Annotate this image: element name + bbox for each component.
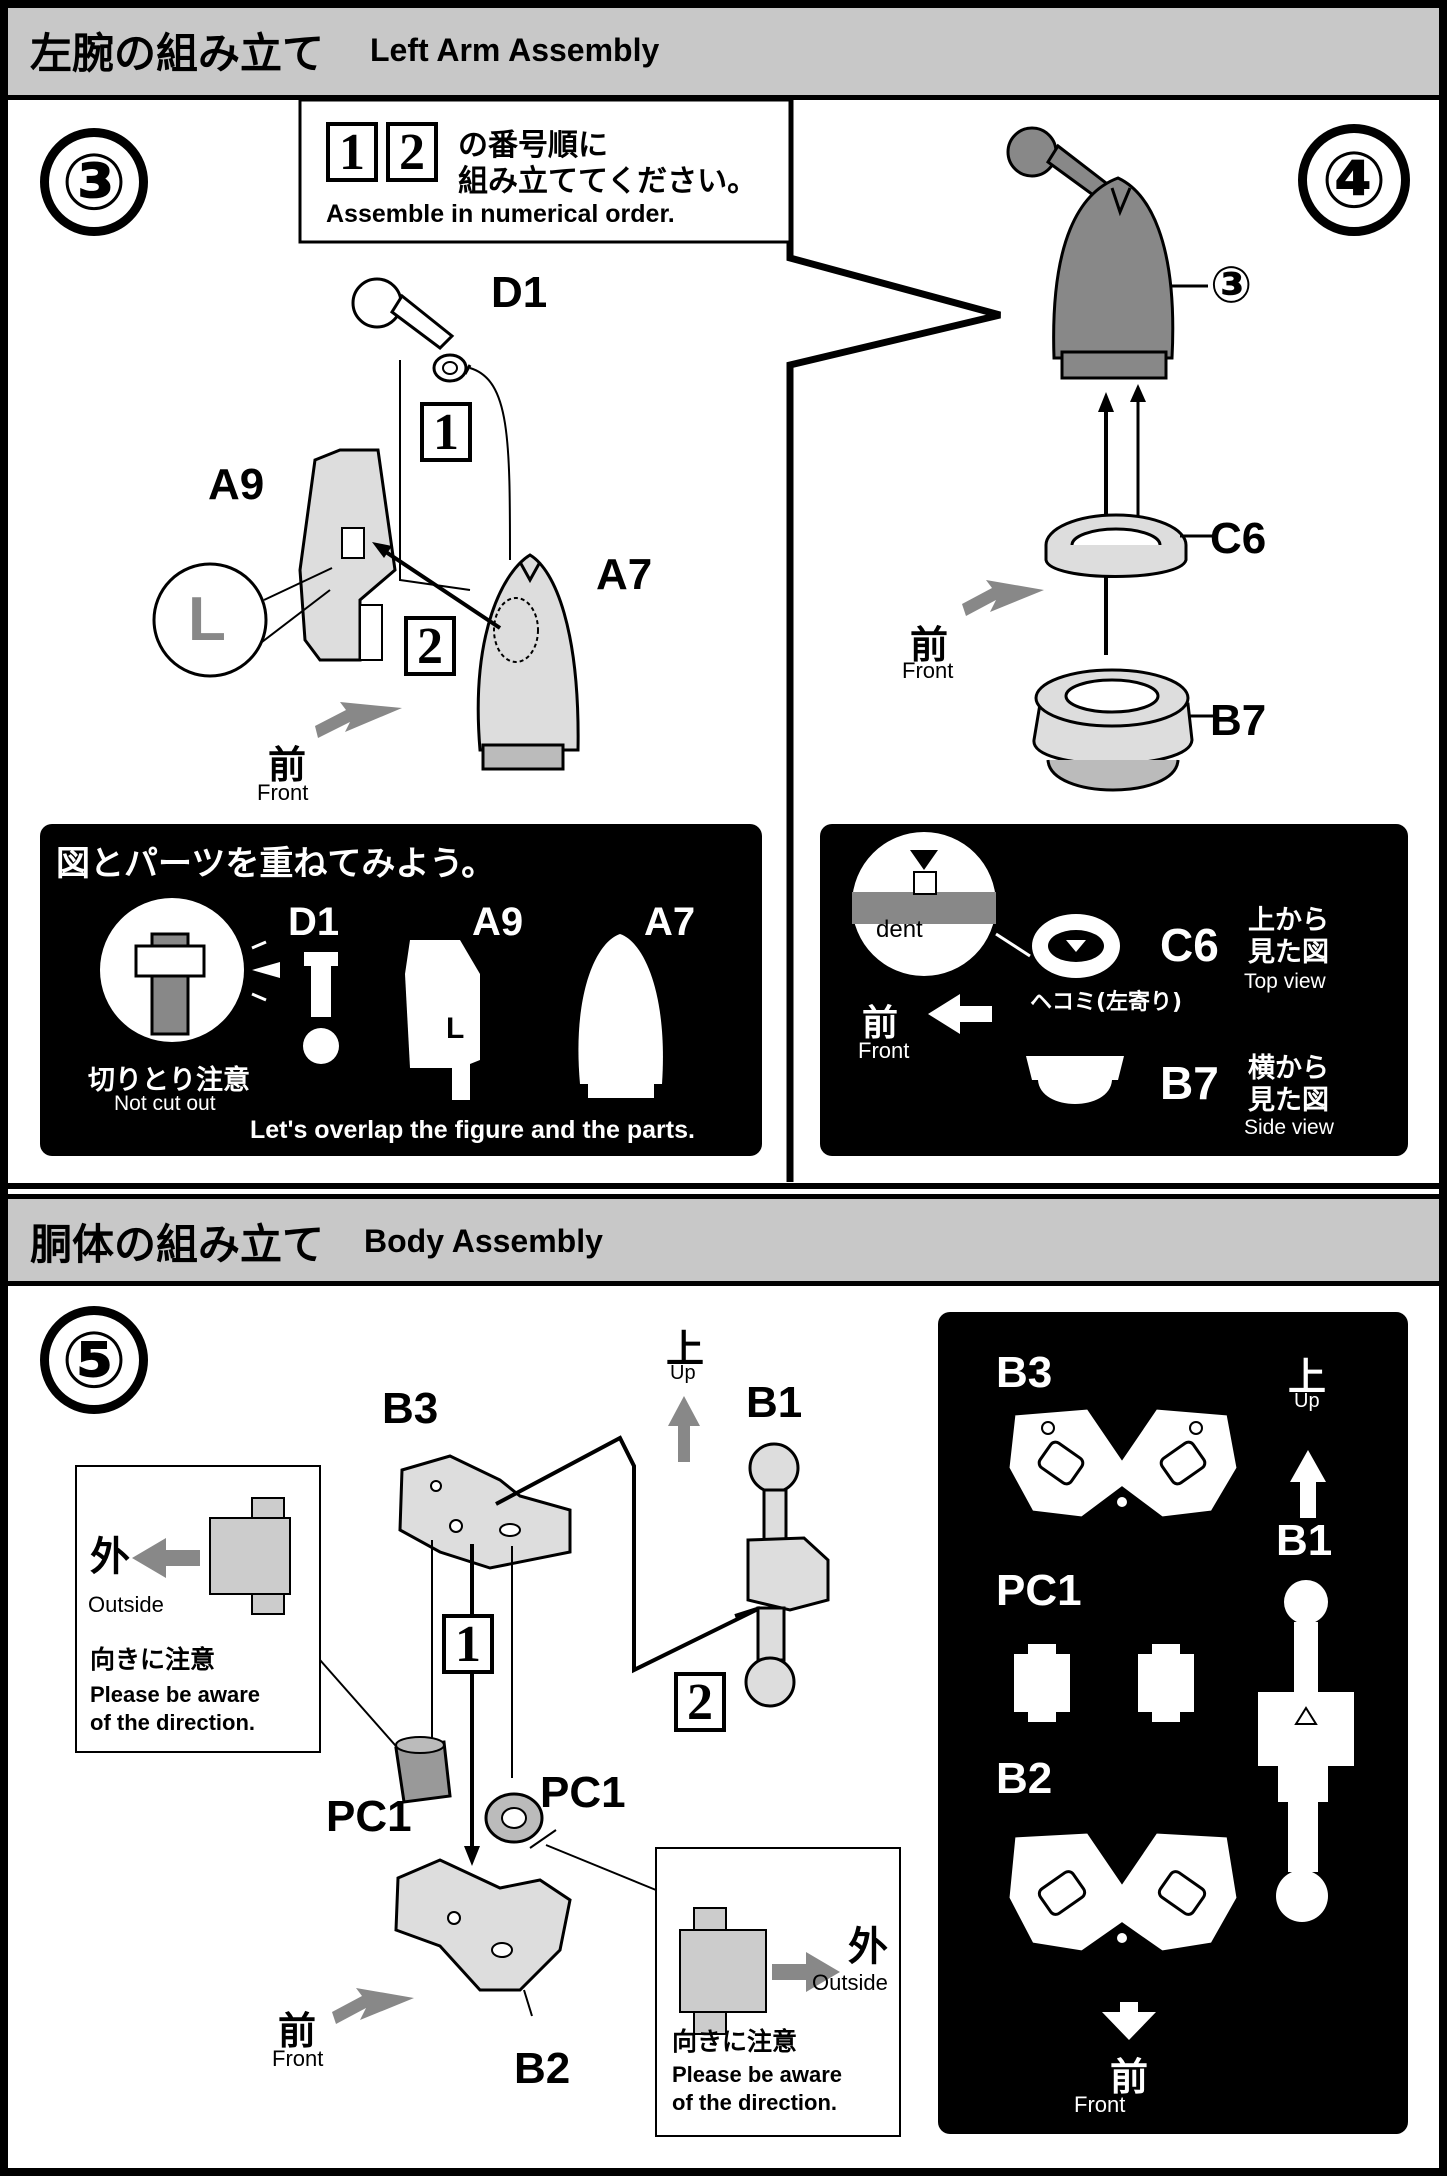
label-b3: B3 [382, 1384, 439, 1433]
section-title-en-body: Body Assembly [364, 1223, 603, 1259]
section-header-left-arm: 左腕の組み立て Left Arm Assembly [8, 8, 1439, 100]
front-label-jp-4: 前 [910, 623, 949, 667]
label-a7: A7 [596, 550, 653, 599]
overlap-caption: Let's overlap the figure and the parts. [250, 1116, 695, 1144]
callout-left-outside-en: Outside [88, 1592, 164, 1617]
panel-front-jp: 前 [862, 1003, 899, 1044]
ref-up-jp: 上 [1288, 1355, 1327, 1399]
dent-label-en: dent [876, 916, 923, 943]
label-l-mark: L [188, 585, 226, 654]
ref-up-en: Up [1294, 1390, 1320, 1412]
step4-illustration [962, 126, 1214, 792]
overlap-label-a7: A7 [644, 900, 696, 944]
label-ref-3: ③ [1210, 257, 1253, 313]
parts-reference-panel: B3 PC1 B2 B1 上 Up 前 Front [938, 1312, 1408, 2134]
overlap-label-a9: A9 [472, 900, 524, 944]
parts-reference-figures [1006, 1406, 1354, 2040]
step-number-3: ③ [40, 128, 148, 236]
label-a9: A9 [208, 460, 265, 509]
label-b1: B1 [746, 1378, 803, 1427]
ref-label-b2: B2 [996, 1754, 1053, 1803]
section-title-en: Left Arm Assembly [370, 32, 660, 68]
step-marker-1: 1 [420, 402, 472, 462]
side-view-jp-2: 見た図 [1248, 1085, 1329, 1116]
dent-label-jp: ヘコミ(左寄り) [1030, 990, 1183, 1015]
callout-right-note-en-1: Please be aware [672, 2062, 843, 2087]
overlap-label-d1: D1 [288, 900, 340, 944]
front-label-jp-5: 前 [278, 2009, 317, 2053]
label-pc1-left: PC1 [326, 1792, 412, 1841]
order-number-1: 1 [326, 122, 378, 182]
callout-right-note-jp: 向きに注意 [672, 2027, 798, 2056]
front-label-en: Front [257, 780, 309, 805]
order-text-jp-2: 組み立ててください。 [458, 164, 758, 199]
front-label-en-4: Front [902, 658, 954, 683]
order-number-2: 2 [386, 122, 438, 182]
up-label-jp: 上 [666, 1327, 705, 1371]
step-number-5: ⑤ [40, 1306, 148, 1414]
label-pc1-right: PC1 [540, 1768, 626, 1817]
label-c6: C6 [1210, 514, 1267, 563]
cut-note-jp: 切りとり注意 [88, 1065, 250, 1096]
order-text-jp-1: の番号順に [458, 128, 608, 163]
overlap-panel-figures [100, 898, 663, 1100]
up-label-en: Up [670, 1362, 696, 1384]
overlap-panel: 図とパーツを重ねてみよう。 D1 A9 A7 L 切りとり注意 Not cut … [40, 824, 762, 1156]
front-label-jp: 前 [268, 743, 307, 787]
orientation-panel: dent ヘコミ(左寄り) C6 B7 上から 見た図 Top view 横から… [820, 824, 1408, 1156]
side-view-jp-1: 横から [1248, 1053, 1329, 1084]
ref-label-b3: B3 [996, 1348, 1053, 1397]
ref-label-b1: B1 [1276, 1516, 1333, 1565]
label-d1: D1 [491, 268, 548, 317]
callout-right-outside-en: Outside [812, 1970, 888, 1995]
top-view-en: Top view [1244, 970, 1326, 993]
panel-label-c6: C6 [1160, 919, 1219, 971]
panel-label-b7: B7 [1160, 1057, 1219, 1109]
step-marker-2: 2 [404, 616, 456, 676]
callout-right-outside-jp: 外 [848, 1924, 888, 1970]
side-view-en: Side view [1244, 1116, 1334, 1139]
step3-illustration [152, 277, 580, 771]
step-number-4: ④ [1298, 124, 1410, 236]
step5-marker-1: 1 [442, 1614, 494, 1674]
ref-front-jp: 前 [1110, 2055, 1149, 2099]
callout-left-note-en-2: of the direction. [90, 1710, 255, 1735]
part-a7-drawing [476, 553, 580, 771]
top-view-jp-1: 上から [1248, 905, 1329, 936]
label-b7: B7 [1210, 696, 1267, 745]
callout-left-outside-jp: 外 [90, 1534, 130, 1580]
part-a9-drawing [298, 448, 397, 662]
ref-front-en: Front [1074, 2092, 1126, 2117]
top-view-jp-2: 見た図 [1248, 937, 1329, 968]
section-title-jp: 左腕の組み立て [30, 29, 325, 78]
callout-left-note-en-1: Please be aware [90, 1682, 261, 1707]
part-d1-drawing [351, 277, 468, 383]
label-b2: B2 [514, 2044, 571, 2093]
section-header-body: 胴体の組み立て Body Assembly [8, 1194, 1439, 1286]
callout-left-note-jp: 向きに注意 [90, 1645, 216, 1674]
overlap-a9-mark: L [446, 1012, 465, 1045]
orientation-panel-figures [852, 832, 1124, 1104]
section-title-jp-body: 胴体の組み立て [30, 1220, 325, 1269]
order-text-en: Assemble in numerical order. [326, 200, 675, 228]
ref-label-pc1: PC1 [996, 1566, 1082, 1615]
overlap-panel-title: 図とパーツを重ねてみよう。 [56, 844, 496, 884]
callout-right-note-en-2: of the direction. [672, 2090, 837, 2115]
step5-marker-2: 2 [674, 1672, 726, 1732]
cut-note-en: Not cut out [114, 1092, 216, 1115]
step5-illustration [75, 1396, 901, 2137]
front-label-en-5: Front [272, 2046, 324, 2071]
panel-front-en: Front [858, 1038, 910, 1063]
